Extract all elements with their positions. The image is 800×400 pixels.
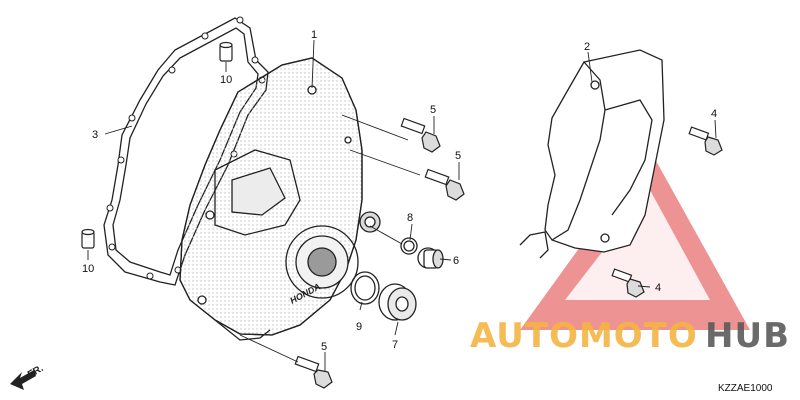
watermark-text-hub: HUB	[705, 316, 790, 356]
bolt-5b	[424, 168, 465, 201]
watermark-triangle	[520, 150, 750, 330]
bolt-4b	[611, 268, 645, 298]
plug-7	[378, 283, 417, 321]
front-direction-marker: FR.	[10, 363, 46, 390]
dowel-pin-10b	[81, 228, 95, 249]
callout-4-upper: 4	[711, 108, 717, 120]
callout-5-bottom: 5	[321, 341, 327, 353]
watermark-logo: AUTOMOTO HUB	[470, 316, 790, 356]
o-ring-8	[400, 237, 418, 255]
dowel-pin-10a	[219, 41, 233, 62]
callout-5-upper: 5	[430, 104, 436, 116]
leader-lines	[87, 39, 717, 372]
callout-7: 7	[392, 339, 398, 351]
o-ring-9	[350, 271, 380, 305]
left-crankcase-cover	[179, 57, 381, 341]
callout-10-upper: 10	[220, 74, 232, 86]
front-arrow-icon	[10, 370, 36, 390]
bolt-5a	[400, 117, 441, 153]
callout-2: 2	[584, 41, 590, 53]
callout-3: 3	[92, 129, 98, 141]
diagram-code: KZZAE1000	[718, 383, 773, 394]
callout-1: 1	[311, 29, 317, 41]
bolt-4a	[688, 126, 723, 156]
callout-9: 9	[356, 321, 362, 333]
generator-cover	[519, 49, 665, 259]
callout-8: 8	[407, 212, 413, 224]
callout-5-middle: 5	[455, 150, 461, 162]
bolt-5c	[294, 355, 333, 389]
callout-10-lower: 10	[82, 263, 94, 275]
front-marker-text: FR.	[26, 363, 46, 381]
callout-6: 6	[453, 255, 459, 267]
watermark-text-automoto: AUTOMOTO	[470, 316, 698, 356]
callout-4-lower: 4	[655, 282, 661, 294]
plug-6	[417, 247, 444, 269]
gasket	[103, 17, 269, 286]
callout-labels: 1 2 3 4 4 5 5 5 6 7 8 9 10 10	[82, 29, 717, 353]
